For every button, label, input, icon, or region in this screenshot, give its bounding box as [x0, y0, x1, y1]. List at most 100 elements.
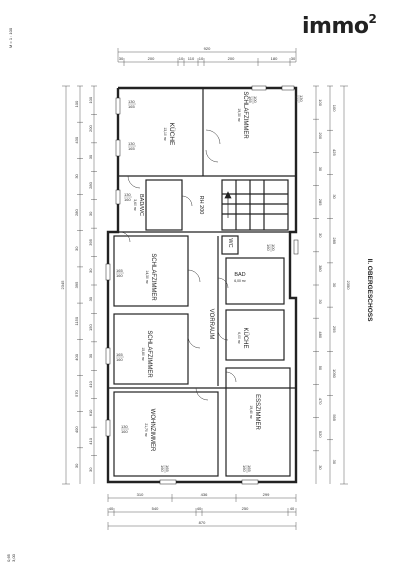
side-dim-label: 30	[88, 353, 93, 358]
room-bad-wc: BAD/WC3,60 m²	[133, 194, 144, 216]
side-dim-label: 30	[74, 246, 79, 251]
room-area: 15,80 m²	[141, 347, 145, 361]
side-dim-label: 200	[318, 132, 323, 139]
side-dim-label: 410	[88, 437, 93, 444]
side-dim-label: 30	[88, 154, 93, 159]
side-dim-label: 100	[88, 96, 93, 103]
floor-title: II. OBERGESCHOSS	[366, 259, 373, 323]
top-dim-seg: 200	[148, 56, 155, 61]
side-dim-label: 30	[332, 194, 337, 199]
side-dim-label: 470	[318, 398, 323, 405]
window-height: 160	[266, 244, 271, 251]
bottom-dim: 310	[137, 492, 144, 497]
side-dim-label: 30	[318, 299, 323, 304]
side-dim-label: 30	[74, 173, 79, 178]
top-dim-seg: 10	[179, 56, 184, 61]
room-label: BAD/WC	[138, 194, 144, 216]
room-label: ESSZIMMER	[254, 394, 260, 430]
room-stiege: RH 200	[198, 196, 204, 215]
side-dim-label: 410	[88, 380, 93, 387]
top-dim-seg: 30	[119, 56, 124, 61]
side-dim-label: 30	[318, 167, 323, 172]
side-dim-label: 480	[318, 331, 323, 338]
corner-note-2: 3,00	[11, 553, 16, 562]
corner-note-1: 0,65	[6, 553, 11, 562]
window-height: 165	[248, 96, 253, 103]
side-dim-label: 280	[74, 209, 79, 216]
side-dim-label: 395	[74, 281, 79, 288]
room-label: KÜCHE	[242, 327, 249, 348]
scale-note: M = 1 : 100	[8, 27, 13, 48]
top-dim-overall: 920	[204, 46, 211, 51]
bottom-dim-overall: 870	[199, 520, 206, 525]
window-width: 165	[165, 465, 170, 472]
side-dim-label: 100	[318, 99, 323, 106]
right-dimension-lines	[315, 85, 348, 485]
side-dim-label: 595	[332, 414, 337, 421]
room-label: VORRAUM	[208, 309, 214, 340]
window-width: 130	[124, 192, 131, 197]
side-dim-label: 610	[88, 409, 93, 416]
top-dimension-lines	[117, 48, 297, 66]
room-label: SCHLAFZIMMER	[146, 330, 152, 378]
logo-superscript: 2	[368, 12, 377, 26]
side-dim-label: 150	[88, 324, 93, 331]
side-dim-label: 30	[332, 460, 337, 465]
window-height: 160	[242, 465, 247, 472]
room-label: KÜCHE	[168, 123, 176, 146]
top-dim-seg: 200	[228, 56, 235, 61]
side-dim-label: 50	[318, 366, 323, 371]
side-dim-label: 1050	[332, 369, 337, 379]
room-area: 19,40 m²	[249, 405, 253, 419]
side-dim-label: 30	[332, 283, 337, 288]
side-dim-label: 570	[74, 389, 79, 396]
window-height: 165	[294, 95, 299, 102]
room-area: 19,30 m²	[237, 108, 241, 122]
window-width: 130	[128, 99, 135, 104]
room-area: 6,00 m²	[234, 279, 246, 283]
top-dim-segments: 30 200 10 110 10 200 180 30	[119, 56, 296, 61]
side-dim-label: 30	[318, 233, 323, 238]
window-width: 100	[271, 244, 276, 251]
door-swings	[119, 129, 237, 401]
side-dim-label: 380	[318, 265, 323, 272]
room-label: BAD	[234, 272, 245, 278]
left-dim-overall: 2345	[60, 280, 65, 290]
bottom-dim: 250	[242, 506, 249, 511]
room-vorraum: VORRAUM	[208, 309, 214, 340]
window-width: 130	[128, 141, 135, 146]
room-label: WOHNZIMMER	[149, 409, 155, 452]
room-area: 21,70 m²	[144, 423, 148, 437]
room-area: 6,00 m²	[237, 332, 241, 344]
room-label: WC	[227, 238, 233, 247]
side-dim-label: 30	[88, 268, 93, 273]
logo-text: immo	[302, 14, 369, 39]
side-dim-label: 400	[74, 353, 79, 360]
side-dim-label: 30	[74, 463, 79, 468]
bottom-dim: 436	[201, 492, 208, 497]
bottom-dim: 40	[290, 506, 295, 511]
room-wc: WC	[227, 238, 233, 247]
